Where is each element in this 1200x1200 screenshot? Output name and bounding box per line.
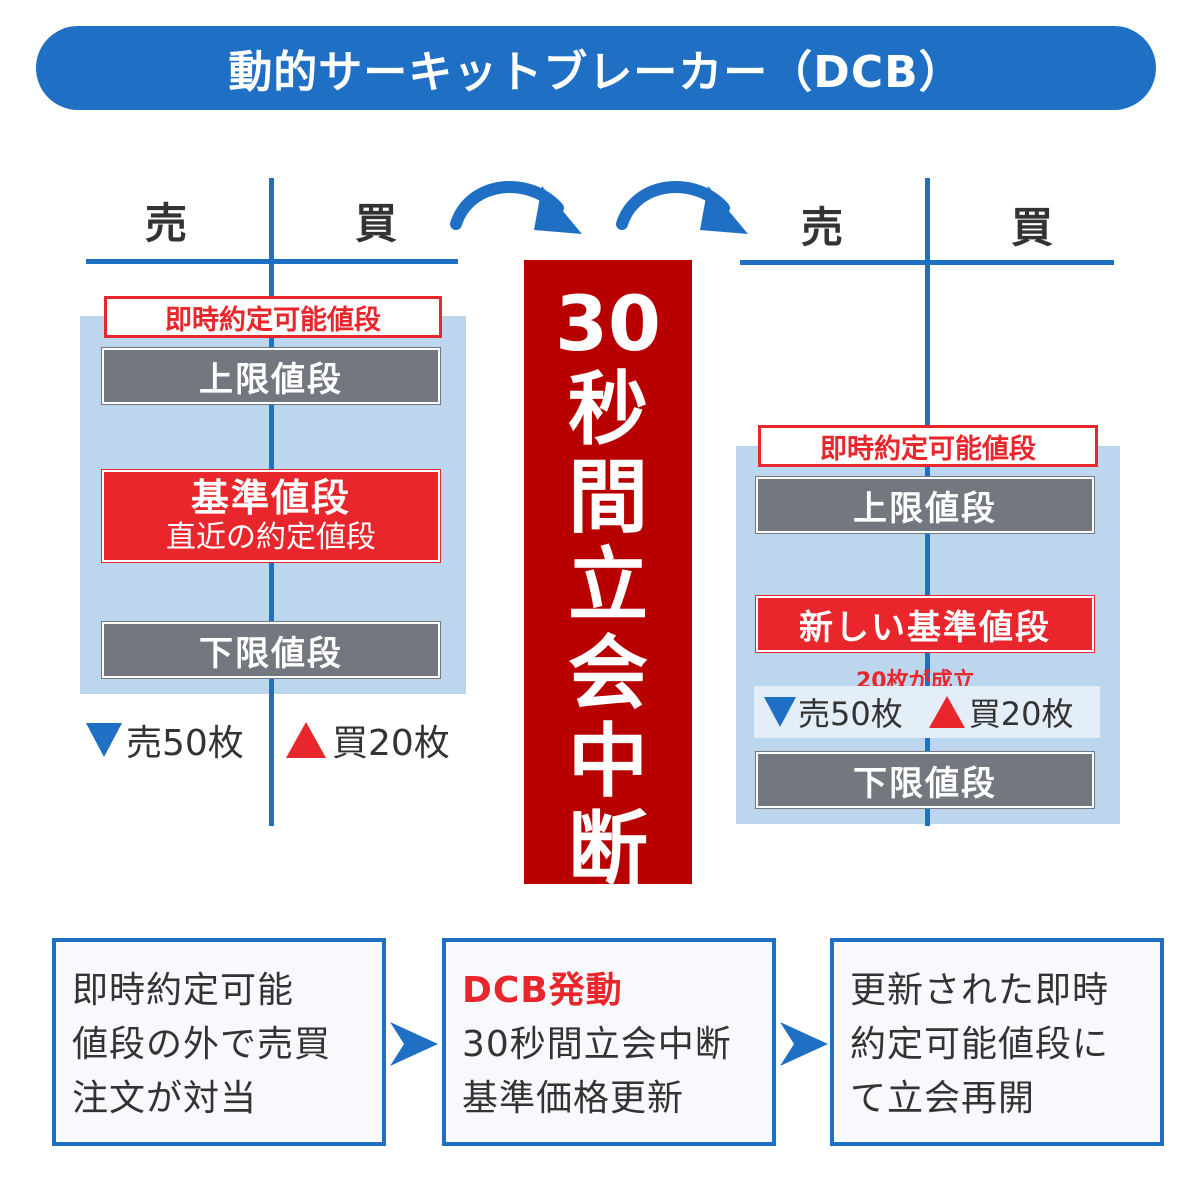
chevron-right-icon — [780, 1022, 828, 1066]
right-buy-label: 買 — [1010, 203, 1053, 252]
step-3-line: 約定可能値段に — [850, 1024, 1110, 1065]
halt-char: 中 — [568, 715, 648, 808]
halt-char: 秒 — [568, 363, 648, 456]
buy-up-triangle-icon — [286, 722, 326, 758]
left-base-price-sub: 直近の約定値段 — [166, 520, 376, 555]
left-base-price: 基準値段 直近の約定値段 — [101, 469, 441, 563]
left-sell-order-text: 売50枚 — [126, 723, 244, 764]
chevron-right-icon — [390, 1022, 438, 1066]
step-1-box: 即時約定可能 値段の外で売買 注文が対当 — [52, 938, 386, 1146]
halt-char: 立 — [568, 539, 648, 632]
left-sell-order: 売50枚 — [86, 714, 244, 766]
step-1-line: 値段の外で売買 — [72, 1024, 332, 1065]
right-range-label: 即時約定可能値段 — [758, 425, 1098, 467]
left-sell-label: 売 — [144, 199, 187, 248]
halt-seconds: 30 — [555, 279, 661, 368]
halt-char: 会 — [568, 627, 648, 720]
step-3-line: て立会再開 — [850, 1078, 1036, 1119]
right-sell-label: 売 — [800, 203, 843, 252]
right-upper-limit: 上限値段 — [755, 476, 1095, 534]
curved-arrow-icon — [616, 181, 748, 234]
right-buy-order-text: 買20枚 — [968, 695, 1074, 733]
halt-char: 断 — [568, 803, 648, 896]
right-orders-row: 売50枚 買20枚 — [754, 686, 1100, 738]
right-lower-limit: 下限値段 — [755, 751, 1095, 809]
halt-char: 間 — [568, 451, 648, 544]
sell-down-triangle-icon — [86, 723, 122, 757]
step-2-line: 基準価格更新 — [462, 1078, 685, 1119]
left-buy-label: 買 — [354, 199, 397, 248]
left-buy-order-text: 買20枚 — [332, 723, 450, 764]
left-base-price-label: 基準値段 — [190, 476, 351, 520]
left-range-label: 即時約定可能値段 — [104, 296, 442, 338]
page-title: 動的サーキットブレーカー（DCB） — [36, 26, 1156, 110]
step-1-line: 注文が対当 — [72, 1078, 258, 1119]
step-2-box: DCB発動 30秒間立会中断 基準価格更新 — [442, 938, 776, 1146]
curved-arrow-icon — [450, 181, 582, 234]
right-sell-order-text: 売50枚 — [798, 695, 903, 733]
step-1-line: 即時約定可能 — [72, 970, 295, 1011]
step-3-line: 更新された即時 — [850, 970, 1110, 1011]
right-new-base-price: 新しい基準値段 — [755, 595, 1095, 653]
step-3-box: 更新された即時 約定可能値段に て立会再開 — [830, 938, 1164, 1146]
step-2-line: 30秒間立会中断 — [462, 1024, 732, 1065]
sell-down-triangle-icon — [764, 697, 796, 727]
left-lower-limit: 下限値段 — [101, 621, 441, 679]
left-buy-order: 買20枚 — [286, 714, 450, 766]
buy-up-triangle-icon — [928, 696, 965, 728]
left-upper-limit: 上限値段 — [101, 347, 441, 405]
step-2-highlight: DCB発動 — [462, 970, 623, 1011]
trading-halt-banner: 30 秒 間 立 会 中 断 — [524, 260, 692, 894]
